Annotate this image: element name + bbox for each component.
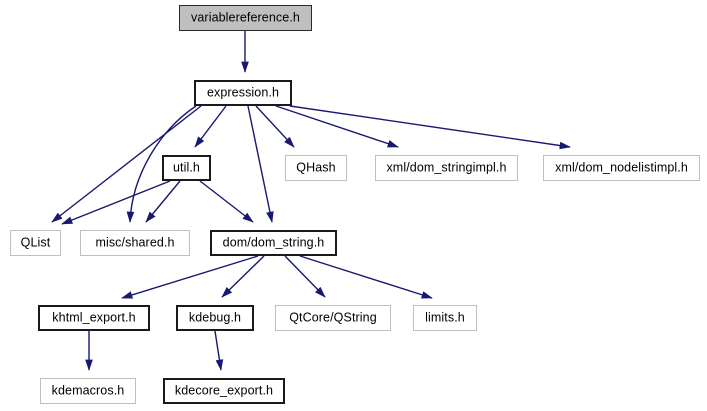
node-khtml-export-h[interactable]: khtml_export.h	[38, 305, 150, 331]
edge-kdebug-to-kdecore_export	[214, 330, 224, 371]
node-util-h[interactable]: util.h	[162, 155, 211, 181]
node-expression-h[interactable]: expression.h	[194, 80, 292, 106]
node-xml-dom-nodelistimpl-h[interactable]: xml/dom_nodelistimpl.h	[543, 155, 700, 181]
edge-dom_string-to-qtcore_qstring	[284, 255, 326, 298]
edge-expression-to-qhash	[255, 105, 295, 148]
node-label: khtml_export.h	[52, 310, 136, 325]
node-kdemacros-h[interactable]: kdemacros.h	[40, 378, 136, 404]
node-label: kdecore_export.h	[174, 383, 274, 398]
node-variablereference-h[interactable]: variablereference.h	[179, 5, 312, 31]
node-label: util.h	[172, 160, 200, 175]
node-label: xml/dom_stringimpl.h	[386, 160, 507, 175]
node-qtcore-qstring[interactable]: QtCore/QString	[275, 305, 391, 331]
node-kdecore-export-h[interactable]: kdecore_export.h	[163, 378, 285, 404]
edge-expression-to-qlist	[51, 105, 202, 223]
node-xml-dom-stringimpl-h[interactable]: xml/dom_stringimpl.h	[375, 155, 518, 181]
node-label: misc/shared.h	[95, 235, 175, 250]
node-label: QHash	[296, 160, 336, 175]
node-label: kdemacros.h	[51, 383, 125, 398]
node-label: expression.h	[206, 85, 280, 100]
edge-expression-to-dom_nodelistimpl	[289, 105, 571, 150]
edge-util-to-dom_string	[199, 180, 254, 223]
node-label: dom/dom_string.h	[222, 235, 325, 250]
node-label: kdebug.h	[188, 310, 242, 325]
edge-expression-to-util	[194, 105, 227, 148]
node-label: limits.h	[425, 310, 465, 325]
node-kdebug-h[interactable]: kdebug.h	[176, 305, 254, 331]
node-label: QList	[20, 235, 51, 250]
node-label: xml/dom_nodelistimpl.h	[555, 160, 688, 175]
edge-dom_string-to-khtml_export	[121, 255, 259, 299]
node-qlist[interactable]: QList	[10, 230, 61, 256]
node-misc-shared-h[interactable]: misc/shared.h	[80, 230, 190, 256]
edge-util-to-qlist	[61, 180, 171, 225]
edge-dom_string-to-limits	[299, 255, 433, 299]
node-label: QtCore/QString	[289, 310, 377, 325]
node-dom-dom-string-h[interactable]: dom/dom_string.h	[210, 230, 337, 256]
node-label: variablereference.h	[191, 10, 300, 25]
node-limits-h[interactable]: limits.h	[413, 305, 477, 331]
edge-expression-to-dom_string	[247, 105, 274, 223]
edge-util-to-misc_shared	[145, 180, 181, 223]
edge-expression-to-dom_stringimpl	[275, 105, 399, 148]
node-qhash[interactable]: QHash	[285, 155, 347, 181]
edge-dom_string-to-kdebug	[221, 255, 265, 298]
edges-group	[51, 31, 571, 371]
edge-expression-to-misc_shared	[126, 105, 197, 223]
